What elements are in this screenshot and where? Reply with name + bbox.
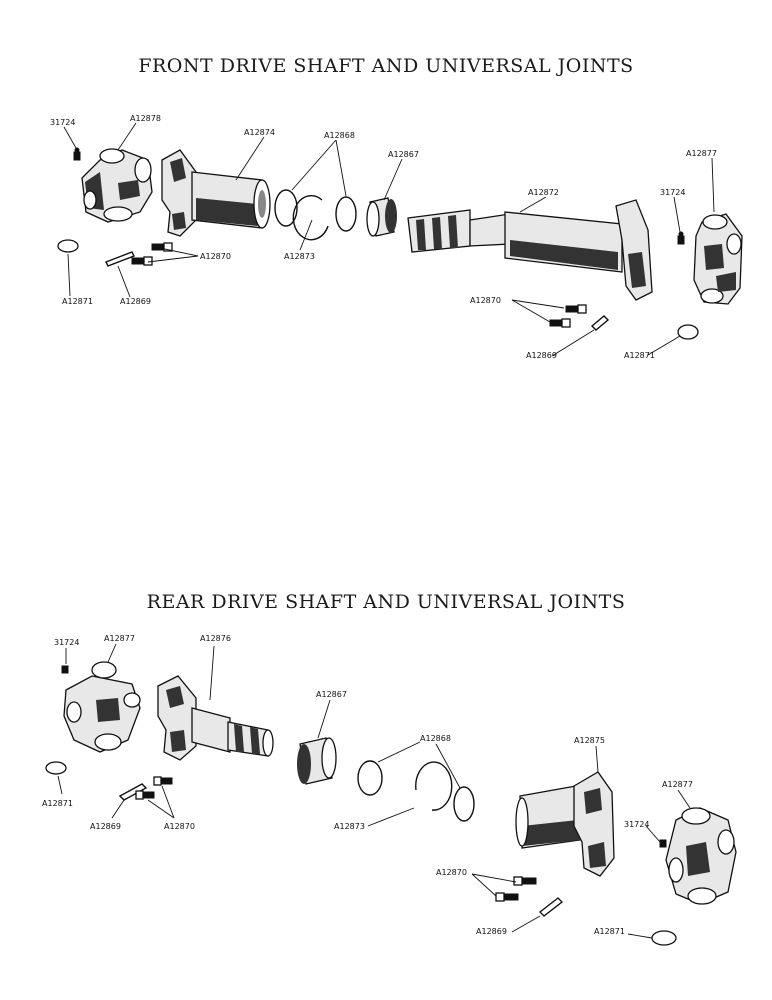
universal-joint-a12877-left	[63, 661, 141, 753]
drive-shaft-a12872	[407, 199, 653, 301]
companion-yoke-a12876	[157, 675, 274, 761]
label-a12871-rear-right: A12871	[594, 927, 625, 936]
grease-fitting-31724-rear-right	[659, 839, 667, 848]
snap-ring-a12868-2	[335, 196, 357, 232]
front-leader-lines	[63, 122, 715, 357]
label-a12868: A12868	[324, 131, 355, 140]
snap-ring-a12868-rear-1	[357, 760, 383, 796]
label-a12869-right: A12869	[526, 351, 557, 360]
label-a12868-rear: A12868	[420, 734, 451, 743]
label-a12870-rear-right: A12870	[436, 868, 467, 877]
label-a12870-rear-left: A12870	[164, 822, 195, 831]
label-a12873-rear: A12873	[334, 822, 365, 831]
dust-cap-a12871-left	[57, 239, 79, 253]
label-a12871-left: A12871	[62, 297, 93, 306]
bolts-a12870-right	[549, 304, 587, 328]
rear-drive-shaft-diagram: 31724 A12877 A12876 A12867 A12868 A12875…	[42, 634, 737, 946]
bolts-a12870-left	[131, 242, 173, 266]
label-a12877-rear-left: A12877	[104, 634, 135, 643]
label-a12871-right: A12871	[624, 351, 655, 360]
snap-ring-a12868-rear-2	[453, 786, 475, 822]
slip-yoke-a12875	[515, 771, 615, 877]
rear-leader-lines	[57, 643, 691, 939]
front-drive-shaft-diagram: 31724 A12878 A12874 A12868 A12867 A12872…	[50, 114, 743, 360]
retainer-ring-a12873	[292, 195, 329, 241]
label-a12874: A12874	[244, 128, 275, 137]
lock-strap-a12869-rear-left	[118, 783, 148, 801]
lock-strap-a12869-rear-right	[538, 897, 564, 917]
label-a12871-rear-left: A12871	[42, 799, 73, 808]
dust-cap-a12871-rear-left	[45, 761, 67, 775]
label-a12867: A12867	[388, 150, 419, 159]
bolts-a12870-rear-left	[135, 776, 173, 800]
retainer-ring-a12873-rear	[415, 761, 453, 811]
bearing-a12867-rear	[297, 737, 337, 785]
label-a12878: A12878	[130, 114, 161, 123]
front-section-title: FRONT DRIVE SHAFT AND UNIVERSAL JOINTS	[138, 55, 634, 77]
label-a12875: A12875	[574, 736, 605, 745]
label-a12869-rear-left: A12869	[90, 822, 121, 831]
bearing-a12867	[366, 197, 397, 237]
universal-joint-a12877-right	[665, 807, 737, 905]
label-31724-rear-right: 31724	[624, 820, 649, 829]
bolts-a12870-rear-right	[495, 876, 537, 902]
grease-fitting-31724-right	[677, 231, 685, 245]
grease-fitting-31724-left	[73, 147, 81, 161]
label-a12870-left: A12870	[200, 252, 231, 261]
label-a12872: A12872	[528, 188, 559, 197]
label-a12876: A12876	[200, 634, 231, 643]
label-31724-rear-left: 31724	[54, 638, 79, 647]
lock-strap-a12869-right	[590, 315, 610, 331]
universal-joint-a12877	[693, 213, 743, 305]
dust-cap-a12871-rear-right	[651, 930, 677, 946]
label-31724-left: 31724	[50, 118, 75, 127]
slip-yoke-a12874	[161, 149, 271, 237]
universal-joint-a12878	[81, 148, 153, 223]
label-a12873: A12873	[284, 252, 315, 261]
dust-cap-a12871-right	[677, 324, 699, 340]
grease-fitting-31724-rear-left	[61, 665, 69, 674]
label-31724-right: 31724	[660, 188, 685, 197]
label-a12877-rear-right: A12877	[662, 780, 693, 789]
label-a12870-right: A12870	[470, 296, 501, 305]
rear-section-title: REAR DRIVE SHAFT AND UNIVERSAL JOINTS	[146, 591, 626, 613]
label-a12867-rear: A12867	[316, 690, 347, 699]
lock-strap-a12869-left	[105, 251, 135, 267]
label-a12877: A12877	[686, 149, 717, 158]
label-a12869-left: A12869	[120, 297, 151, 306]
snap-ring-a12868-1	[274, 189, 298, 227]
label-a12869-rear-right: A12869	[476, 927, 507, 936]
